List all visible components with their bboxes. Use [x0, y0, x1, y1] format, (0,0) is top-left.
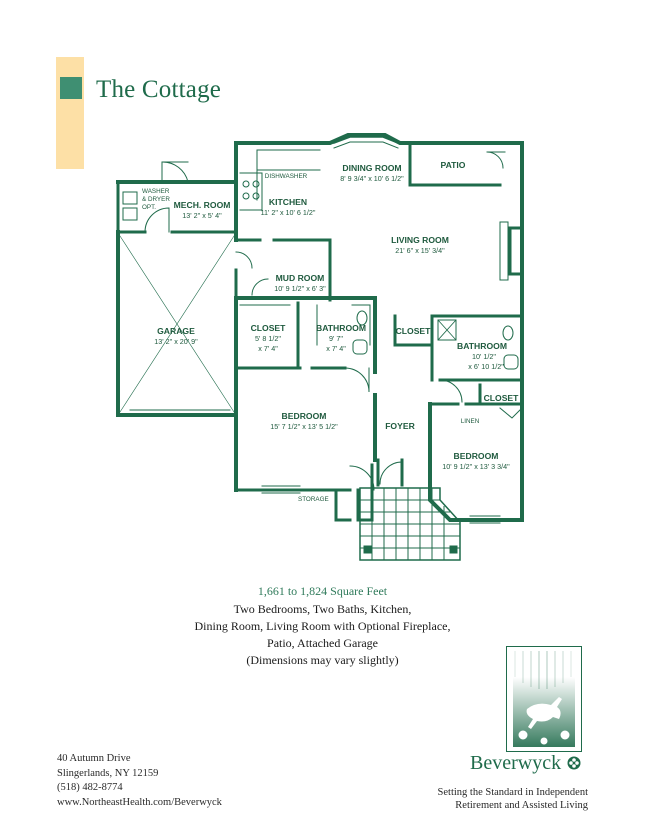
kitchen-label: KITCHEN	[269, 197, 307, 207]
page-title: The Cottage	[96, 76, 222, 103]
optional-label: OPT.	[142, 204, 156, 211]
dimensions-note: (Dimensions may vary slightly)	[246, 653, 399, 667]
washer-label: WASHER	[142, 188, 170, 195]
website-link[interactable]: www.NortheastHealth.com/Beverwyck	[57, 796, 222, 808]
closet-right-label: CLOSET	[484, 393, 520, 403]
decorative-tan-bar	[56, 57, 84, 169]
bathroom-right-label: BATHROOM	[457, 341, 507, 351]
mech-room-dims: 13' 2" x 5' 4"	[182, 211, 222, 220]
square-footage: 1,661 to 1,824 Square Feet	[257, 584, 388, 598]
brand-name: Beverwyck	[470, 752, 562, 774]
garage-label: GARAGE	[157, 326, 195, 336]
bathroom-left-label: BATHROOM	[316, 323, 366, 333]
dryer-label: & DRYER	[142, 196, 170, 203]
bathroom-right-dims-1: 10' 1/2"	[472, 352, 496, 361]
closet-left-dims-1: 5' 8 1/2"	[255, 334, 281, 343]
dining-room-dims: 8' 9 3/4" x 10' 6 1/2"	[340, 174, 404, 183]
patio-label: PATIO	[441, 160, 466, 170]
kitchen-dims: 11' 2" x 10' 6 1/2"	[261, 208, 316, 217]
feature-line-2: Dining Room, Living Room with Optional F…	[194, 619, 451, 633]
home-description: 1,661 to 1,824 Square Feet Two Bedrooms,…	[0, 584, 645, 669]
feature-line-1: Two Bedrooms, Two Baths, Kitchen,	[233, 602, 412, 616]
flower-icon	[567, 756, 581, 770]
bathroom-left-dims-2: x 7' 4"	[326, 344, 346, 353]
garage-dims: 13' 2" x 20' 9"	[154, 337, 198, 346]
closet-left-label: CLOSET	[251, 323, 287, 333]
bedroom-left-label: BEDROOM	[282, 411, 327, 421]
dining-room-label: DINING ROOM	[342, 163, 401, 173]
closet-center-label: CLOSET	[396, 326, 432, 336]
closet-left-dims-2: x 7' 4"	[258, 344, 278, 353]
dishwasher-label: DISHWASHER	[265, 173, 308, 180]
feature-line-3: Patio, Attached Garage	[267, 636, 378, 650]
phone-number: (518) 482-8774	[57, 782, 123, 793]
bathroom-left-dims-1: 9' 7"	[329, 334, 343, 343]
bedroom-right-label: BEDROOM	[454, 451, 499, 461]
tagline-line-1: Setting the Standard in Independent	[437, 787, 588, 798]
storage-label: STORAGE	[298, 496, 329, 503]
foyer-label: FOYER	[385, 421, 415, 431]
street-address: 40 Autumn Drive	[57, 753, 131, 764]
mud-room-dims: 10' 9 1/2" x 6' 3"	[274, 284, 326, 293]
living-room-dims: 21' 6" x 15' 3/4"	[395, 246, 445, 255]
bedroom-right-dims: 10' 9 1/2" x 13' 3 3/4"	[442, 462, 510, 471]
mud-room-label: MUD ROOM	[276, 273, 325, 283]
tagline-line-2: Retirement and Assisted Living	[455, 800, 588, 811]
title-accent-square	[60, 77, 82, 99]
living-room-label: LIVING ROOM	[391, 235, 449, 245]
bathroom-right-dims-2: x 6' 10 1/2"	[468, 362, 504, 371]
mech-room-label: MECH. ROOM	[174, 200, 231, 210]
bedroom-left-dims: 15' 7 1/2" x 13' 5 1/2"	[270, 422, 338, 431]
linen-label: LINEN	[461, 418, 480, 425]
logo-artwork	[506, 646, 582, 752]
city-state-zip: Slingerlands, NY 12159	[57, 767, 159, 779]
brand-tagline: Setting the Standard in Independent Reti…	[400, 786, 588, 812]
contact-info: 40 Autumn Drive Slingerlands, NY 12159 (…	[57, 752, 222, 810]
